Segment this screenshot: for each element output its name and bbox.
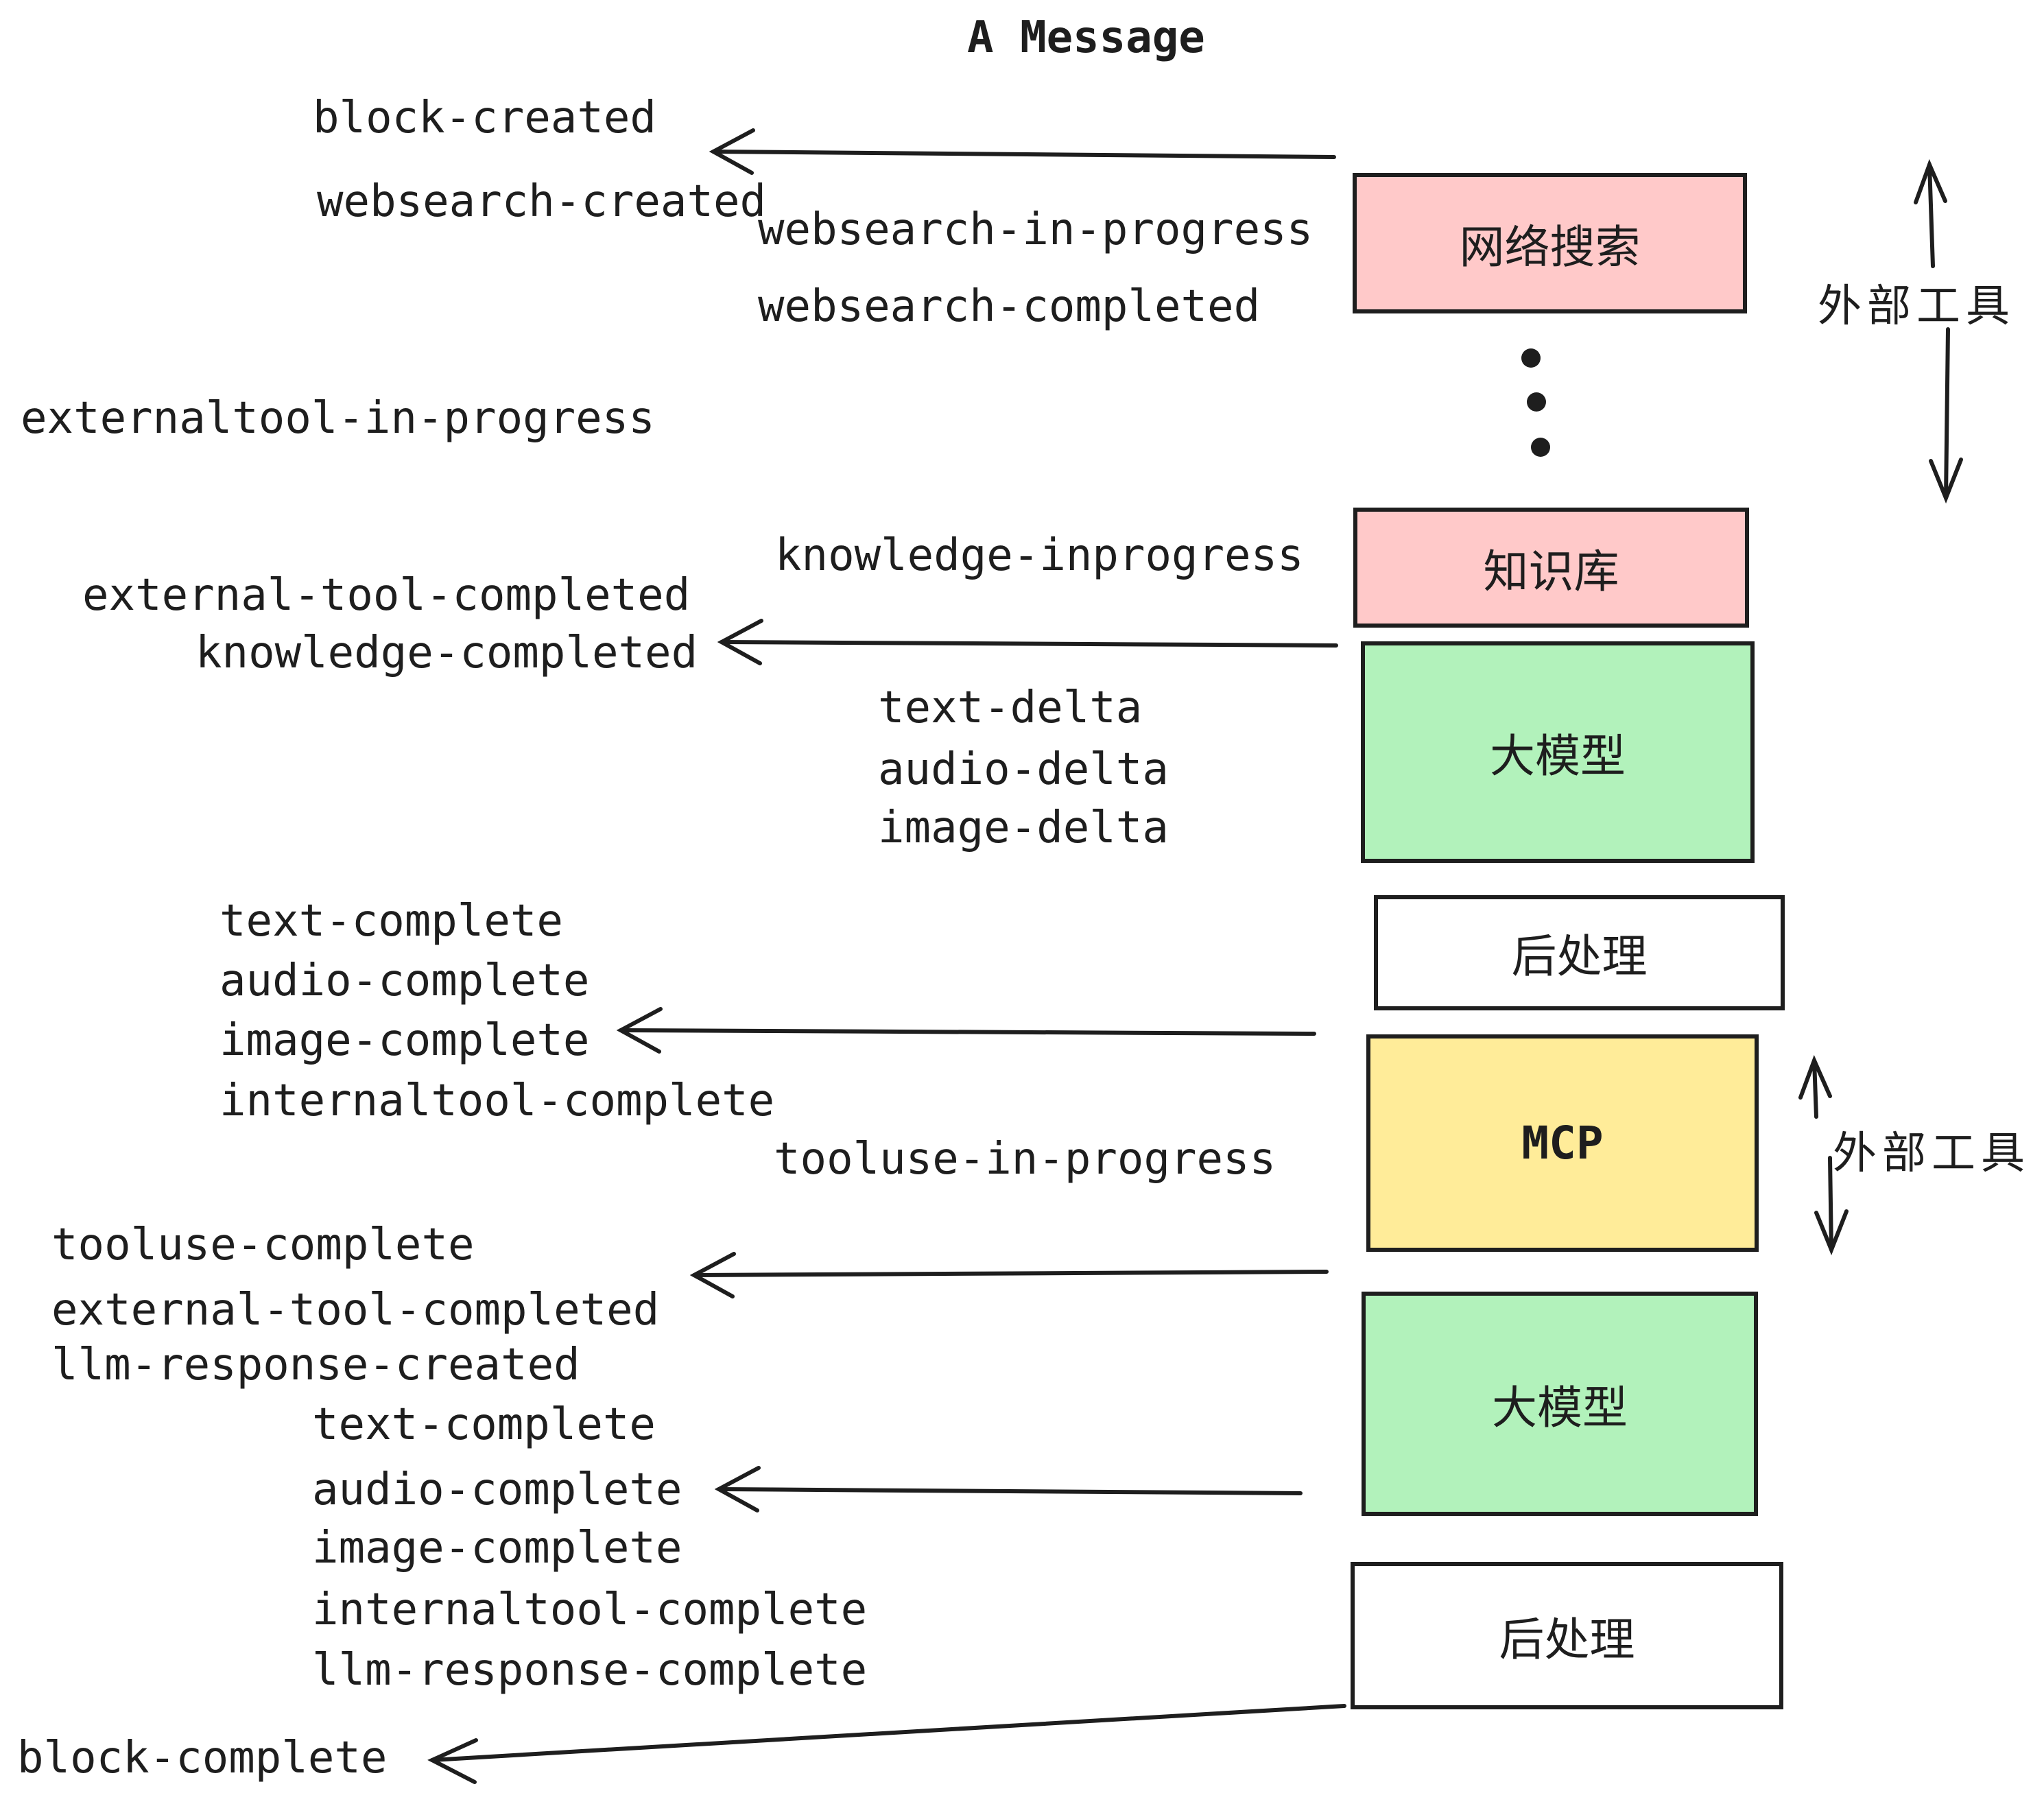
event-image-complete-2: image-complete (312, 1523, 682, 1574)
event-externaltool-in-progress: externaltool-in-progress (21, 393, 655, 444)
event-knowledge-completed: knowledge-completed (195, 628, 698, 678)
event-text-complete-2: text-complete (312, 1399, 656, 1450)
event-knowledge-inprogress: knowledge-inprogress (775, 530, 1304, 581)
event-websearch-in-progress: websearch-in-progress (758, 204, 1314, 255)
box-llm-2: 大模型 (1362, 1292, 1758, 1516)
event-tooluse-in-progress: tooluse-in-progress (774, 1134, 1276, 1185)
arrow-external-tools-down-top (1929, 327, 1963, 504)
event-websearch-created: websearch-created (317, 176, 767, 227)
arrow-knowledge-completed (717, 619, 1338, 665)
ellipsis-dots (1521, 348, 1550, 457)
box-mcp: MCP (1366, 1034, 1759, 1252)
box-postprocess-1: 后处理 (1374, 895, 1785, 1010)
box-postprocess-2: 后处理 (1351, 1562, 1783, 1709)
arrow-external-tools-up-bottom (1798, 1055, 1832, 1119)
event-internaltool-complete-1: internaltool-complete (219, 1076, 775, 1126)
event-audio-complete-2: audio-complete (312, 1464, 682, 1515)
box-postprocess-2-label: 后处理 (1499, 1613, 1635, 1666)
event-block-complete: block-complete (17, 1733, 388, 1783)
arrow-audio-complete (714, 1466, 1303, 1512)
box-postprocess-1-label: 后处理 (1511, 930, 1648, 983)
arrow-block-created (709, 128, 1336, 175)
box-llm-2-label: 大模型 (1492, 1381, 1628, 1434)
arrow-external-tools-up-top (1914, 158, 1947, 268)
event-external-tool-completed-1: external-tool-completed (82, 570, 691, 621)
event-text-complete-1: text-complete (219, 896, 563, 947)
box-knowledge-label: 知识库 (1483, 545, 1619, 598)
event-audio-delta-1: audio-delta (878, 744, 1169, 795)
event-tooluse-complete: tooluse-complete (51, 1220, 475, 1270)
event-audio-complete-1: audio-complete (219, 956, 590, 1006)
box-llm-1: 大模型 (1361, 641, 1755, 863)
box-llm-1-label: 大模型 (1490, 729, 1626, 783)
box-knowledge: 知识库 (1353, 508, 1749, 628)
page-title: A Message (967, 12, 1205, 63)
box-websearch-label: 网络搜索 (1459, 220, 1641, 274)
arrow-block-complete (427, 1704, 1346, 1784)
side-label-external-tools-bottom: 外部工具 (1833, 1128, 2030, 1179)
event-internaltool-complete-2: internaltool-complete (312, 1585, 868, 1635)
event-llm-response-complete: llm-response-complete (312, 1645, 868, 1696)
event-websearch-completed: websearch-completed (758, 281, 1261, 332)
event-image-complete-1: image-complete (219, 1015, 590, 1066)
event-text-delta-1: text-delta (878, 683, 1143, 733)
arrow-image-complete (616, 1007, 1316, 1054)
side-label-external-tools-top: 外部工具 (1818, 281, 2015, 332)
box-mcp-label: MCP (1521, 1117, 1604, 1170)
arrow-tooluse-complete (689, 1252, 1329, 1298)
box-websearch: 网络搜索 (1353, 173, 1747, 313)
event-llm-response-created: llm-response-created (51, 1340, 580, 1390)
event-image-delta-1: image-delta (878, 803, 1169, 853)
event-block-created: block-created (313, 93, 656, 143)
event-external-tool-completed-2: external-tool-completed (51, 1285, 660, 1336)
